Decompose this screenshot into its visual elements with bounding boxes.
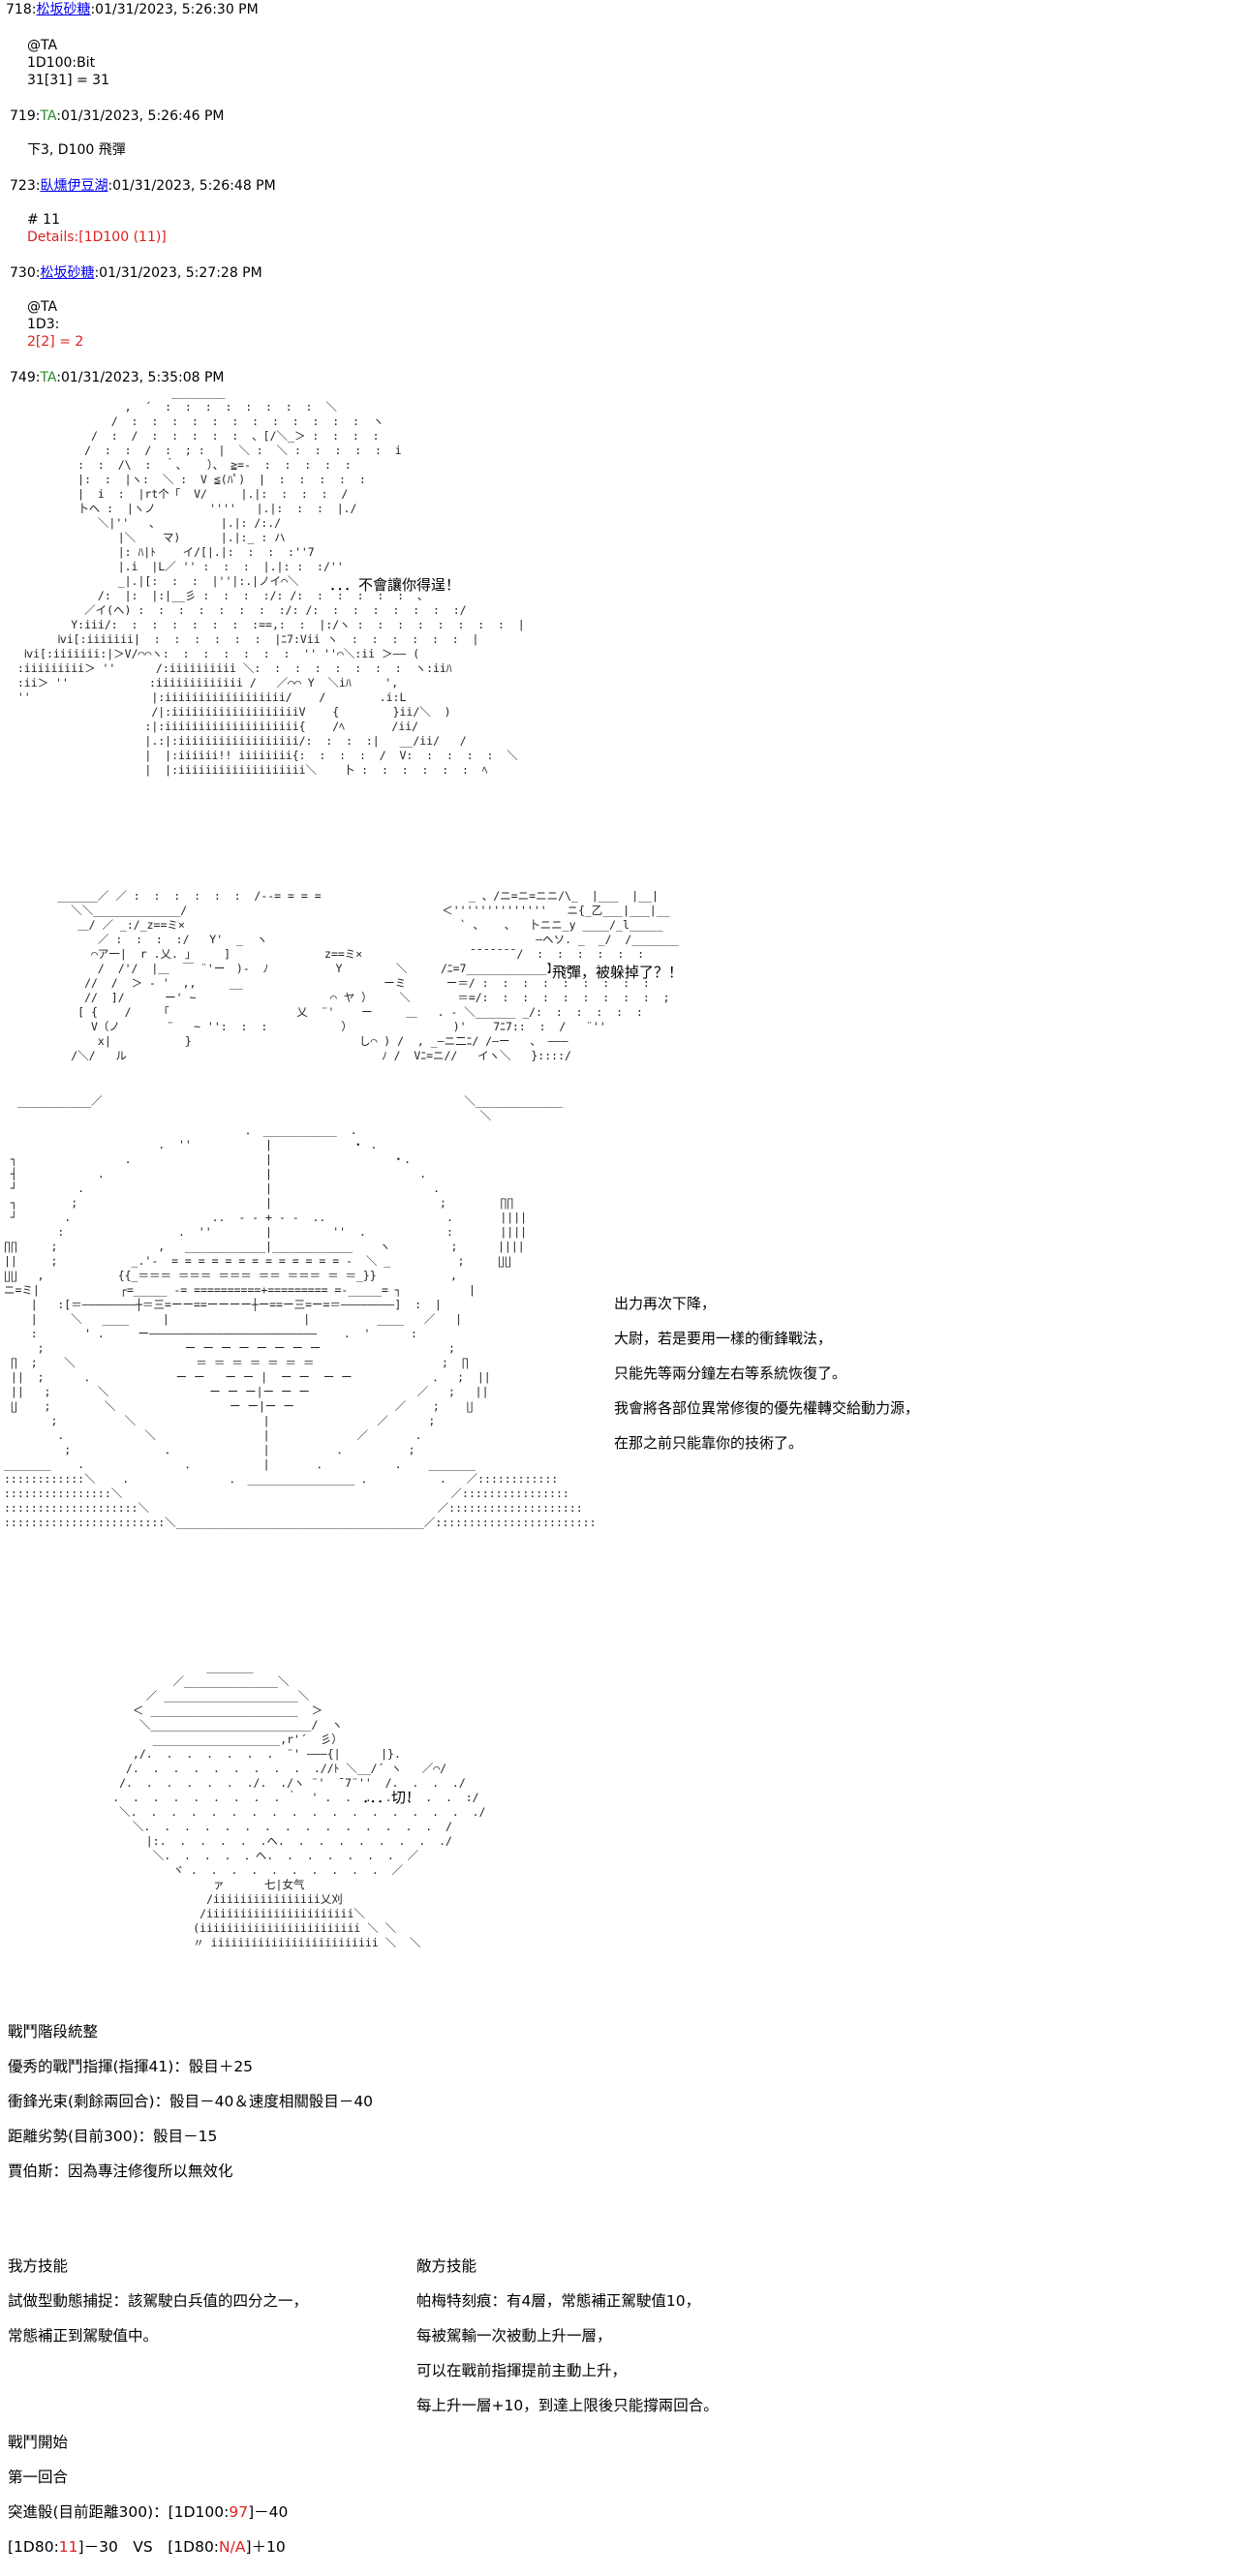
post-body: @TA 1D3: 2[2] = 2	[27, 298, 83, 351]
roll-value: 11	[58, 2538, 78, 2556]
post-line: @TA	[27, 299, 58, 315]
poster-name: TA	[40, 370, 57, 385]
ascii-art-enemy: _______ ／______________＼ ／ _____________…	[112, 1660, 486, 1949]
poster-name-link[interactable]: 松坂砂糖	[40, 265, 95, 281]
post-body: 下3, D100 飛彈	[27, 141, 126, 159]
speech-line: 我會將各部位異常修復的優先權轉交給動力源，	[614, 1399, 920, 1417]
speech-line: ．．．切！	[362, 1789, 421, 1806]
skill-line: 每上升一層+10，到達上限後只能撐兩回合。	[416, 2397, 719, 2414]
versus-roll-line: [1D80:11]－30 VS [1D80:N/A]＋10	[8, 2530, 288, 2564]
battle-start-section: 戰鬥開始 第一回合 突進骰(目前距離300)：[1D100:97]－40 [1D…	[8, 2425, 288, 2564]
post-line: # 11	[27, 212, 60, 228]
ascii-art-missile: ______／ ／ : : : : : : /--= = = = _ 、/ニ=ニ…	[57, 889, 679, 1062]
roll-text: ]－40	[248, 2503, 289, 2521]
enemy-skills-section: 敵方技能 帕梅特刻痕：有4層，常態補正駕駛值10， 每被駕輸一次被動上升一層， …	[416, 2249, 719, 2423]
speech-line: 只能先等兩分鐘左右等系統恢復了。	[614, 1365, 847, 1382]
post-time: :01/31/2023, 5:27:28 PM	[94, 265, 262, 281]
adjust-line: 賈伯斯：因為專注修復所以無效化	[8, 2162, 233, 2180]
post-number: 749:	[10, 370, 41, 385]
speech-block: 出力再次下降， 大尉，若是要用一樣的衝鋒戰法， 只能先等兩分鐘左右等系統恢復了。…	[614, 1286, 919, 1460]
speech-line: 飛彈，被躲掉了？！	[552, 964, 684, 981]
speech-line: ．．．不會讓你得逞！	[329, 576, 461, 594]
roll-value: N/A	[219, 2538, 246, 2556]
post-body: @TA 1D100:Bit 31[31] = 31	[27, 37, 109, 89]
dice-details: Details:[1D100 (11)]	[27, 230, 167, 245]
post-line: 1D100:Bit	[27, 55, 96, 71]
round-label: 第一回合	[8, 2469, 69, 2486]
speech-line: 出力再次下降，	[614, 1295, 717, 1312]
skill-line: 試做型動態捕捉：該駕駛白兵值的四分之一，	[8, 2292, 309, 2310]
post-body: # 11 Details:[1D100 (11)]	[27, 211, 167, 246]
battle-adjust-section: 戰鬥階段統整 優秀的戰鬥指揮(指揮41)：骰目＋25 衝鋒光束(剩餘兩回合)：骰…	[8, 2014, 373, 2189]
our-skills-section: 我方技能 試做型動態捕捉：該駕駛白兵值的四分之一， 常態補正到駕駛值中。	[8, 2249, 308, 2353]
section-title: 戰鬥開始	[8, 2434, 69, 2451]
post-header: 749:TA:01/31/2023, 5:35:08 PM	[10, 368, 225, 387]
speech-line: 大尉，若是要用一樣的衝鋒戰法，	[614, 1330, 833, 1347]
post-number: 730:	[10, 265, 41, 281]
skill-line: 常態補正到駕駛值中。	[8, 2327, 159, 2345]
post-header: 719:TA:01/31/2023, 5:26:46 PM	[10, 107, 225, 126]
skill-line: 每被駕輸一次被動上升一層，	[416, 2327, 612, 2345]
post-line: 1D3:	[27, 317, 60, 332]
roll-text: 突進骰(目前距離300)：[1D100:	[8, 2503, 230, 2521]
section-title: 我方技能	[8, 2257, 69, 2275]
roll-value: 97	[229, 2503, 249, 2521]
section-title: 敵方技能	[416, 2257, 477, 2275]
section-title: 戰鬥階段統整	[8, 2023, 99, 2040]
dice-result: 2[2] = 2	[27, 334, 84, 350]
speech-line: 在那之前只能靠你的技術了。	[614, 1434, 804, 1452]
poster-name: TA	[40, 108, 57, 124]
post-time: :01/31/2023, 5:26:48 PM	[107, 178, 276, 194]
post-line: @TA	[27, 38, 58, 53]
post-header: 723:臥燻伊豆湖:01/31/2023, 5:26:48 PM	[10, 176, 276, 196]
post-line: 31[31] = 31	[27, 73, 109, 88]
ascii-art-cockpit: ___________／ ＼_____________ ＼ ． ________	[4, 1094, 597, 1529]
adjust-line: 距離劣勢(目前300)：骰目－15	[8, 2128, 218, 2145]
ascii-art-pilot: ________ , ´ : : : : : : : : ＼ / : : : :…	[16, 385, 525, 777]
post-time: :01/31/2023, 5:35:08 PM	[56, 370, 225, 385]
roll-text: ]－30 VS [1D80:	[77, 2538, 220, 2556]
poster-name-link[interactable]: 臥燻伊豆湖	[40, 178, 108, 194]
post-header: 730:松坂砂糖:01/31/2023, 5:27:28 PM	[10, 263, 262, 283]
post-number: 719:	[10, 108, 41, 124]
assault-roll-line: 突進骰(目前距離300)：[1D100:97]－40	[8, 2495, 288, 2530]
skill-line: 可以在戰前指揮提前主動上升，	[416, 2362, 628, 2379]
post-number: 723:	[10, 178, 41, 194]
roll-text: ]＋10	[245, 2538, 286, 2556]
post-line: 下3, D100 飛彈	[27, 142, 126, 158]
adjust-line: 衝鋒光束(剩餘兩回合)：骰目－40＆速度相關骰目－40	[8, 2093, 374, 2110]
post-number: 718:	[6, 2, 37, 17]
roll-text: [1D80:	[8, 2538, 59, 2556]
post-time: :01/31/2023, 5:26:46 PM	[56, 108, 225, 124]
post-time: :01/31/2023, 5:26:30 PM	[90, 2, 259, 17]
poster-name-link[interactable]: 松坂砂糖	[36, 2, 91, 17]
skill-line: 帕梅特刻痕：有4層，常態補正駕駛值10，	[416, 2292, 701, 2310]
adjust-line: 優秀的戰鬥指揮(指揮41)：骰目＋25	[8, 2058, 254, 2075]
post-header: 718:松坂砂糖:01/31/2023, 5:26:30 PM	[6, 0, 259, 19]
